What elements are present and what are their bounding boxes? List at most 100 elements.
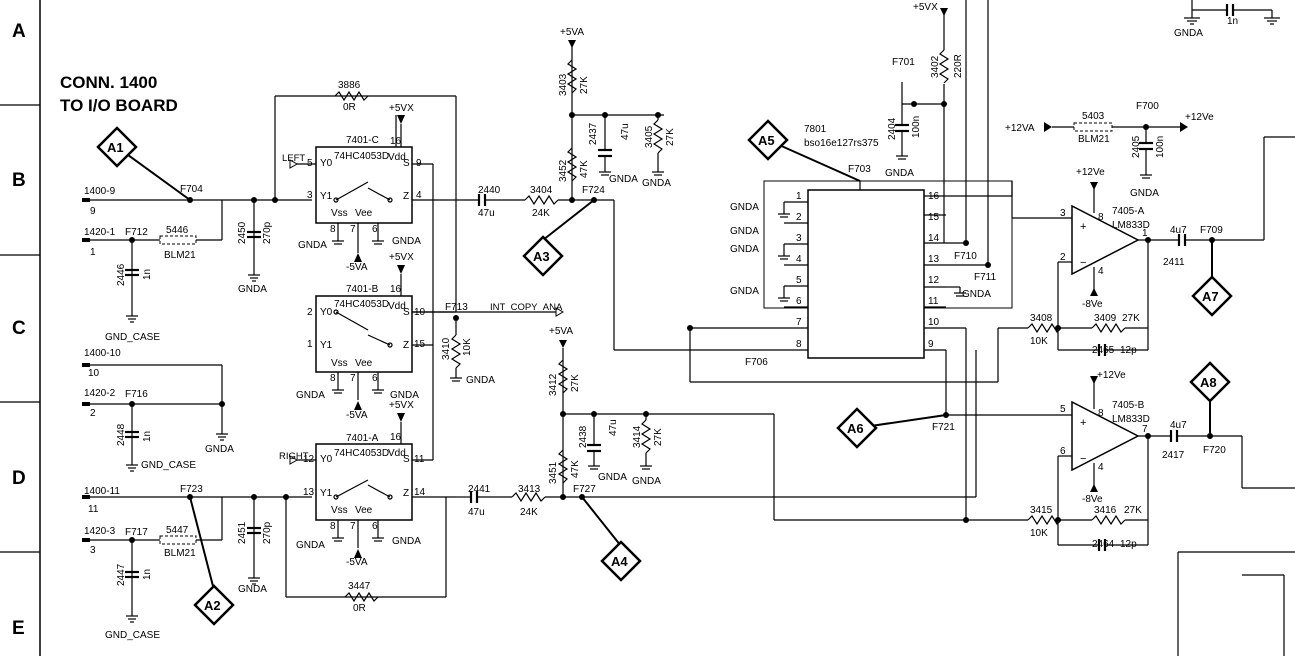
switch-7401-c xyxy=(289,115,456,262)
cap-2448-val: 1n xyxy=(142,431,153,442)
supply-label: +12Ve xyxy=(1097,370,1126,381)
res-3403-val: 27K xyxy=(579,76,590,94)
cap-2446 xyxy=(125,268,139,277)
test-point-a6: A6 xyxy=(836,407,878,449)
gnda-label: GNDA xyxy=(392,536,421,547)
pin-name: Vdd xyxy=(388,152,406,163)
switch-7401-c-in: LEFT xyxy=(282,153,305,164)
res-3451-ref: 3451 xyxy=(548,461,559,484)
pin-number: 4 xyxy=(416,190,422,201)
pin-number: 8 xyxy=(330,373,336,384)
gnda-label: GNDA xyxy=(296,540,325,551)
opamp-7405-a: +− xyxy=(1011,136,1295,356)
ferrite-5403-ref: 5403 xyxy=(1082,111,1105,122)
res-3886-ref: 3886 xyxy=(338,80,361,91)
cap-2440-val: 47u xyxy=(478,208,495,219)
gnda-label: GNDA xyxy=(205,444,234,455)
border-ruler: A B C D E xyxy=(0,0,41,656)
svg-text:A2: A2 xyxy=(204,598,221,613)
pin-name: Vee xyxy=(355,505,373,516)
pin-number: 5 xyxy=(796,275,802,286)
pin-number: 16 xyxy=(390,136,402,147)
cap-2441-ref: 2441 xyxy=(468,484,491,495)
gnda-label: GNDA xyxy=(1130,188,1159,199)
res-3404-val: 24K xyxy=(532,208,550,219)
gnd-case-3: GND_CASE xyxy=(105,630,160,641)
gnda-label: GNDA xyxy=(238,584,267,595)
pin-number: 6 xyxy=(372,224,378,235)
cap-2417-val: 4u7 xyxy=(1170,420,1187,431)
cap-2448 xyxy=(125,430,139,439)
cap-2405-ref: 2405 xyxy=(1131,135,1142,158)
res-3409-ref: 3409 xyxy=(1094,313,1117,324)
gnda-label: GNDA xyxy=(390,390,419,401)
title-line-2: TO I/O BOARD xyxy=(60,96,178,115)
res-3886-val: 0R xyxy=(343,102,356,113)
supply-labels: +5VX 3402 220R F701 2404 100n GNDA xyxy=(885,2,964,179)
pin-number: 2 xyxy=(1060,252,1066,263)
gnd-case-1: GND_CASE xyxy=(105,332,160,343)
res-3451-val: 47K xyxy=(570,460,581,478)
pin-number: 6 xyxy=(1060,446,1066,457)
cap-2404-ref: 2404 xyxy=(887,117,898,140)
res-3452-ref: 3452 xyxy=(558,159,569,182)
pin-1420-3: 1420-3 xyxy=(84,526,116,537)
pin-name: Z xyxy=(403,488,409,499)
svg-text:A4: A4 xyxy=(611,554,628,569)
pin-1400-11: 1400-11 xyxy=(84,486,120,497)
node-f700: F700 xyxy=(1136,101,1159,112)
pin-number: 4 xyxy=(1098,462,1104,473)
supply-label: -5VA xyxy=(346,262,368,273)
res-3414-ref: 3414 xyxy=(632,425,643,448)
pin-number: 9 xyxy=(928,339,934,350)
pin-name: Vdd xyxy=(388,301,406,312)
gnda-label: GNDA xyxy=(598,472,627,483)
pin-num-10: 10 xyxy=(88,368,100,379)
pin-number: 3 xyxy=(1060,208,1066,219)
pin-number: 11 xyxy=(928,296,939,307)
svg-text:−: − xyxy=(1080,257,1086,269)
gnda-label: GNDA xyxy=(609,174,638,185)
cap-2437-ref: 2437 xyxy=(588,122,599,145)
pin-name: Vss xyxy=(331,358,348,369)
pin-name: S xyxy=(403,307,410,318)
pin-num-9: 9 xyxy=(90,206,96,217)
row-label-b: B xyxy=(12,170,26,191)
gnda-label: GNDA xyxy=(730,202,759,213)
switch-7401-b xyxy=(315,265,456,410)
pin-number: 6 xyxy=(372,373,378,384)
pin-name: Y0 xyxy=(320,307,333,318)
cap-2451-ref: 2451 xyxy=(237,521,248,544)
pin-name: Vss xyxy=(331,208,348,219)
node-f724: F724 xyxy=(582,185,605,196)
supply-label: +5VX xyxy=(389,252,414,263)
ic-7801-part: bso16e127rs375 xyxy=(804,138,879,149)
cap-2465-ref: 2465 xyxy=(1092,345,1115,356)
svg-text:+: + xyxy=(1080,221,1086,233)
ic-7801-labels: 7801 bso16e127rs375 F703 F706 F710 F711 … xyxy=(730,124,996,368)
pin-number: 7 xyxy=(350,224,356,235)
pin-num-1: 1 xyxy=(90,247,96,258)
pin-number: 1 xyxy=(307,339,313,350)
pin-number: 15 xyxy=(928,212,940,223)
switch-7401-a-ref: 7401-A xyxy=(346,433,379,444)
pin-num-2: 2 xyxy=(90,408,96,419)
cap-2447-val: 1n xyxy=(142,569,153,580)
supply-label: +5VX xyxy=(389,103,414,114)
gnda-label: GNDA xyxy=(632,476,661,487)
pin-number: 10 xyxy=(928,317,940,328)
res-3416-val: 27K xyxy=(1124,505,1142,516)
cap-2448-ref: 2448 xyxy=(116,423,127,446)
test-point-a4: A4 xyxy=(600,540,642,582)
ferrite-5446-ref: 5446 xyxy=(166,225,189,236)
gnda-label: GNDA xyxy=(298,240,327,251)
pin-number: 3 xyxy=(796,233,802,244)
svg-text:A8: A8 xyxy=(1200,375,1217,390)
pin-number: 14 xyxy=(414,487,426,498)
gnda-label: GNDA xyxy=(296,390,325,401)
pin-number: 1 xyxy=(1142,228,1148,239)
cap-2438-ref: 2438 xyxy=(578,425,589,448)
ferrite-5446-val: BLM21 xyxy=(164,250,196,261)
ic-7801 xyxy=(687,180,1028,520)
